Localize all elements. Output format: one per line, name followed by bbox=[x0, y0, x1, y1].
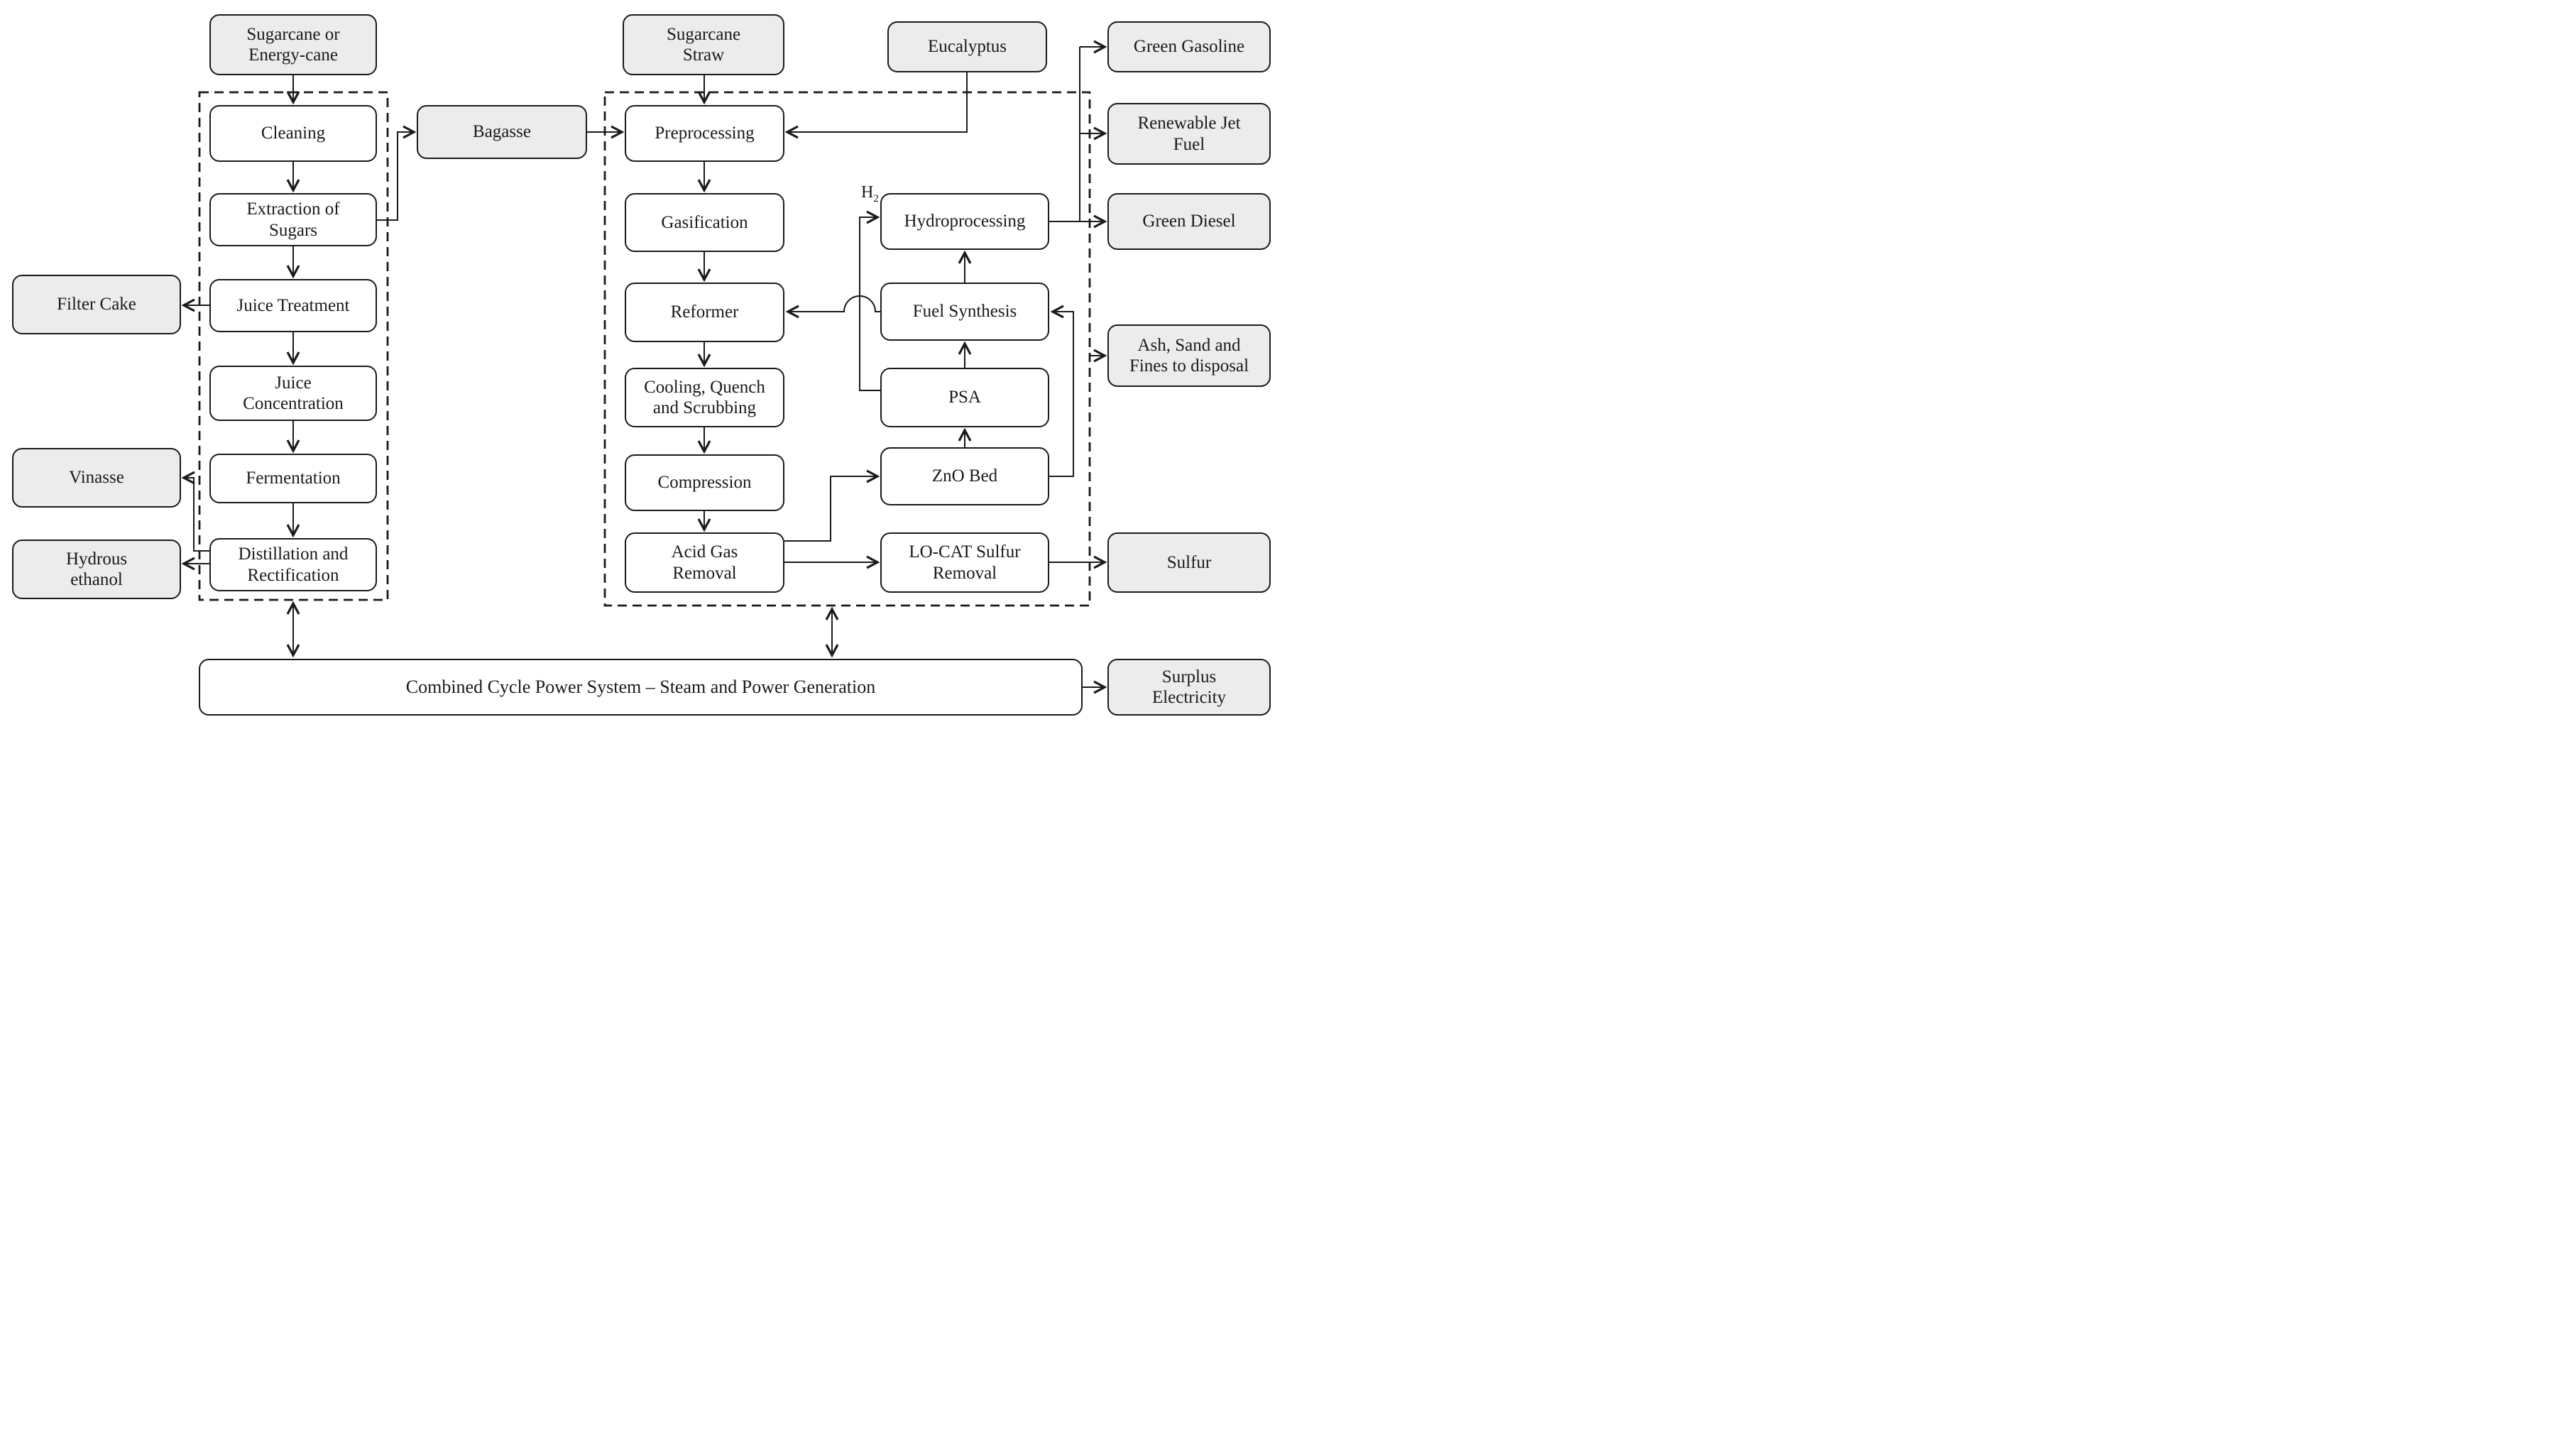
node-sulfur: Sulfur bbox=[1107, 532, 1271, 593]
node-locat-sulfur-removal: LO-CAT Sulfur Removal bbox=[880, 532, 1049, 593]
node-fuel-synthesis: Fuel Synthesis bbox=[880, 283, 1049, 341]
node-label: Fuel Synthesis bbox=[912, 302, 1017, 322]
node-label: Compression bbox=[657, 473, 752, 493]
node-gasification: Gasification bbox=[625, 193, 784, 252]
node-hydrous-ethanol: Hydrous ethanol bbox=[12, 540, 181, 599]
node-fermentation: Fermentation bbox=[209, 454, 377, 503]
edge-znobed-fuelsynthesis bbox=[1049, 312, 1074, 477]
node-sugarcane-straw: Sugarcane Straw bbox=[623, 14, 784, 75]
node-ash-sand-fines: Ash, Sand and Fines to disposal bbox=[1107, 324, 1271, 387]
node-label: Preprocessing bbox=[655, 124, 755, 143]
node-label: Hydroprocessing bbox=[904, 212, 1026, 231]
node-label: Filter Cake bbox=[57, 295, 136, 314]
node-label: Surplus Electricity bbox=[1151, 667, 1227, 708]
node-label: Reformer bbox=[670, 302, 739, 322]
node-label: Ash, Sand and Fines to disposal bbox=[1129, 335, 1249, 376]
gasification-plant-boundary bbox=[603, 91, 1091, 607]
node-label: Gasification bbox=[661, 212, 748, 232]
node-label: LO-CAT Sulfur Removal bbox=[909, 542, 1021, 583]
edge-psa-hydroprocessing-h2 bbox=[859, 217, 880, 391]
node-green-diesel: Green Diesel bbox=[1107, 193, 1271, 250]
h2-base: H bbox=[861, 183, 874, 202]
node-label: Bagasse bbox=[473, 122, 531, 142]
node-label: Green Diesel bbox=[1142, 212, 1236, 231]
node-renewable-jet-fuel: Renewable Jet Fuel bbox=[1107, 103, 1271, 165]
node-label: PSA bbox=[948, 388, 981, 407]
node-eucalyptus: Eucalyptus bbox=[887, 21, 1047, 72]
flow-connectors bbox=[0, 0, 1284, 728]
h2-stream-label: H2 bbox=[861, 183, 879, 205]
node-label: Eucalyptus bbox=[927, 37, 1007, 57]
node-label: Fermentation bbox=[246, 469, 341, 488]
h2-subscript: 2 bbox=[873, 192, 879, 204]
node-label: ZnO Bed bbox=[931, 466, 998, 486]
node-label: Cooling, Quench and Scrubbing bbox=[644, 377, 765, 418]
node-label: Hydrous ethanol bbox=[65, 549, 128, 590]
node-green-gasoline: Green Gasoline bbox=[1107, 21, 1271, 72]
node-reformer: Reformer bbox=[625, 283, 784, 342]
node-juice-concentration: Juice Concentration bbox=[209, 366, 377, 421]
node-surplus-electricity: Surplus Electricity bbox=[1107, 659, 1271, 716]
node-acid-gas-removal: Acid Gas Removal bbox=[625, 532, 784, 593]
node-label: Extraction of Sugars bbox=[246, 199, 340, 240]
node-filter-cake: Filter Cake bbox=[12, 275, 181, 334]
node-cleaning: Cleaning bbox=[209, 105, 377, 162]
node-label: Sugarcane Straw bbox=[666, 24, 741, 65]
node-label: Combined Cycle Power System – Steam and … bbox=[405, 676, 876, 697]
node-hydroprocessing: Hydroprocessing bbox=[880, 193, 1049, 250]
node-label: Juice Treatment bbox=[236, 295, 350, 315]
node-combined-cycle-power-system: Combined Cycle Power System – Steam and … bbox=[199, 659, 1083, 716]
biorefinery-flow-diagram: Sugarcane or Energy-cane Cleaning Extrac… bbox=[0, 0, 1284, 728]
node-sugarcane-or-energy-cane: Sugarcane or Energy-cane bbox=[209, 14, 377, 75]
node-label: Vinasse bbox=[69, 468, 124, 488]
node-vinasse: Vinasse bbox=[12, 448, 181, 508]
node-label: Sulfur bbox=[1166, 552, 1212, 572]
node-label: Sugarcane or Energy-cane bbox=[246, 24, 340, 65]
edge-extraction-bagasse bbox=[377, 132, 414, 221]
node-juice-treatment: Juice Treatment bbox=[209, 279, 377, 332]
edge-distillation-vinasse bbox=[184, 478, 209, 552]
node-bagasse: Bagasse bbox=[417, 105, 587, 159]
node-compression: Compression bbox=[625, 454, 784, 511]
edge-fuelsynthesis-reformer-crossover bbox=[788, 295, 880, 312]
node-extraction-of-sugars: Extraction of Sugars bbox=[209, 193, 377, 246]
node-label: Green Gasoline bbox=[1133, 37, 1245, 57]
node-zno-bed: ZnO Bed bbox=[880, 447, 1049, 505]
edge-acidgas-znobed bbox=[784, 476, 877, 542]
node-preprocessing: Preprocessing bbox=[625, 105, 784, 162]
node-label: Acid Gas Removal bbox=[671, 542, 738, 583]
edge-eucalyptus-preprocessing bbox=[787, 72, 968, 132]
node-distillation-and-rectification: Distillation and Rectification bbox=[209, 538, 377, 591]
node-label: Distillation and Rectification bbox=[238, 544, 349, 585]
node-label: Cleaning bbox=[261, 124, 326, 143]
node-psa: PSA bbox=[880, 368, 1049, 427]
node-label: Renewable Jet Fuel bbox=[1137, 114, 1241, 154]
node-cooling-quench-scrubbing: Cooling, Quench and Scrubbing bbox=[625, 368, 784, 427]
node-label: Juice Concentration bbox=[243, 373, 344, 414]
